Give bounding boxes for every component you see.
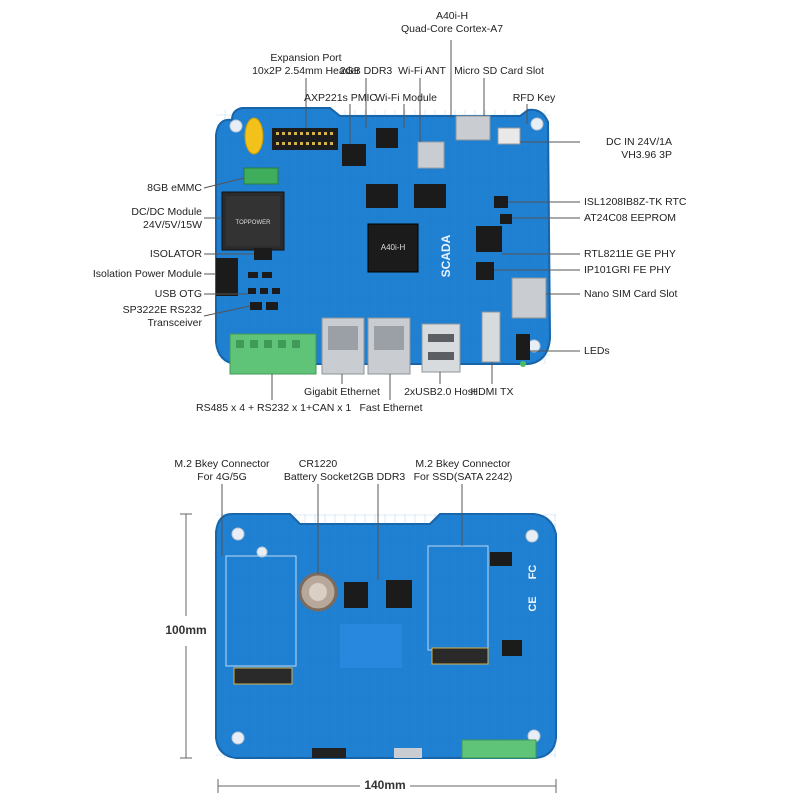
wifi-module-can — [417, 141, 445, 169]
hdmi-tx-port — [481, 311, 501, 363]
hdmi-tx-label: HDMI TX — [470, 386, 514, 398]
emmc-chip — [243, 167, 279, 185]
dc-in-label: DC IN 24V/1A VH3.96 3P — [582, 136, 672, 162]
cr1220-title: CR1220 — [298, 458, 338, 470]
ddr3-top-chip-b — [414, 184, 446, 208]
rs485-label: RS485 x 4 + RS232 x 1+CAN x 1 — [196, 402, 352, 414]
top-leader-lines — [203, 40, 580, 400]
rtc-chip — [494, 196, 508, 208]
led-green — [520, 361, 526, 367]
expansion-port-subtitle: 10x2P 2.54mm Header — [252, 65, 360, 77]
dcdc-subtitle: 24V/5V/15W — [143, 219, 202, 231]
fast-ethernet-label: Fast Ethernet — [359, 402, 423, 414]
ce-mark: CE — [527, 596, 539, 611]
isolator-label: ISOLATOR — [149, 248, 202, 260]
m2-4g-outline — [225, 555, 297, 667]
fc-mark: FC — [527, 565, 539, 580]
m2-ssd-subtitle: For SSD(SATA 2242) — [413, 471, 513, 483]
expansion-port-title: Expansion Port — [270, 52, 342, 64]
m2-ssd-connector — [431, 647, 489, 665]
rtl8211e-label: RTL8211E GE PHY — [584, 248, 676, 260]
ddr3-top-label: 2GB DDR3 — [339, 65, 393, 77]
width-dimension-label: 140mm — [364, 778, 406, 792]
usb-otg-label: USB OTG — [154, 288, 202, 300]
eeprom-label: AT24C08 EEPROM — [584, 212, 677, 224]
m2-4g-subtitle: For 4G/5G — [197, 471, 247, 483]
sp3222e-title: SP3222E RS232 — [122, 304, 202, 316]
yellow-capacitor — [244, 117, 264, 155]
sp3222e-subtitle: Transceiver — [147, 317, 202, 329]
leds-label: LEDs — [584, 345, 610, 357]
mount-hole — [231, 731, 245, 745]
wifi-ant-label: Wi-Fi ANT — [398, 65, 446, 77]
wifi-module-label: Wi-Fi Module — [375, 92, 437, 104]
dc-in-subtitle: VH3.96 3P — [621, 149, 672, 161]
ddr3-bottom-chip-b — [386, 580, 412, 608]
top-board: TOPPOWER A40i-H SCADA — [215, 107, 552, 375]
isolation-power-module — [216, 258, 238, 296]
a40i-h-title: A40i-H — [435, 10, 469, 22]
eeprom-chip — [500, 214, 512, 224]
gigabit-ethernet-label: Gigabit Ethernet — [304, 386, 380, 398]
m2-4g-connector — [233, 667, 293, 685]
a40i-soc — [367, 223, 419, 273]
svg-text:TOPPOWER: TOPPOWER — [236, 220, 272, 226]
ddr3-bottom-label: 2GB DDR3 — [352, 471, 406, 483]
micro-sd-label: Micro SD Card Slot — [454, 65, 544, 77]
expansion-port-label: Expansion Port 10x2P 2.54mm Header — [248, 52, 364, 78]
cr1220-subtitle: Battery Socket — [283, 471, 353, 483]
a40i-h-label: A40i-H Quad-Core Cortex-A7 — [400, 10, 504, 36]
rtl8211e-chip — [476, 226, 502, 252]
cr1220-label: CR1220 Battery Socket — [274, 458, 362, 484]
ip101gri-label: IP101GRI FE PHY — [584, 264, 671, 276]
ip101gri-chip — [476, 262, 494, 280]
dcdc-label: DC/DC Module 24V/5V/15W — [110, 206, 202, 232]
usb20-host-label: 2xUSB2.0 Host — [404, 386, 476, 398]
dcdc-title: DC/DC Module — [131, 206, 202, 218]
bottom-terminal — [461, 739, 537, 759]
dc-in-connector — [497, 127, 521, 145]
expansion-header — [272, 128, 338, 150]
m2-ssd-title: M.2 Bkey Connector — [415, 458, 511, 470]
rtc-label: ISL1208IB8Z-TK RTC — [584, 196, 687, 208]
mount-hole — [256, 546, 268, 558]
a40i-h-subtitle: Quad-Core Cortex-A7 — [400, 23, 504, 35]
rfd-key-label: RFD Key — [512, 92, 556, 104]
m2-4g-label: M.2 Bkey Connector For 4G/5G — [174, 458, 270, 484]
height-dimension-label: 100mm — [165, 623, 207, 637]
m2-4g-title: M.2 Bkey Connector — [174, 458, 270, 470]
led-block — [516, 334, 530, 360]
m2-ssd-label: M.2 Bkey Connector For SSD(SATA 2242) — [408, 458, 518, 484]
mount-hole — [525, 529, 539, 543]
ddr3-top-chip-a — [366, 184, 398, 208]
axp221s-pmic — [342, 144, 366, 166]
rs485-terminal-block — [229, 333, 317, 375]
isolator-chip — [254, 248, 272, 260]
dimension-lines — [180, 513, 557, 793]
sp3222e-label: SP3222E RS232 Transceiver — [110, 304, 202, 330]
bga-pad-area — [340, 624, 402, 668]
usb20-host-port — [421, 323, 461, 373]
emmc-label: 8GB eMMC — [147, 182, 202, 194]
isolation-power-label: Isolation Power Module — [92, 268, 202, 280]
dc-in-title: DC IN 24V/1A — [606, 136, 672, 148]
brand-marking: SCADA — [439, 234, 453, 277]
micro-sd-slot — [455, 115, 491, 141]
nano-sim-slot — [511, 277, 547, 319]
axp221s-label: AXP221s PMIC — [304, 92, 377, 104]
mount-hole — [229, 119, 243, 133]
ddr3-bottom-chip-a — [344, 582, 368, 608]
nano-sim-label: Nano SIM Card Slot — [584, 288, 678, 300]
soc-marking: A40i-H — [381, 243, 406, 252]
bottom-leader-lines — [221, 484, 463, 580]
mount-hole — [231, 527, 245, 541]
ddr3-top-chip-c — [376, 128, 398, 148]
bottom-board: CE FC — [215, 513, 557, 759]
mount-hole — [530, 117, 544, 131]
